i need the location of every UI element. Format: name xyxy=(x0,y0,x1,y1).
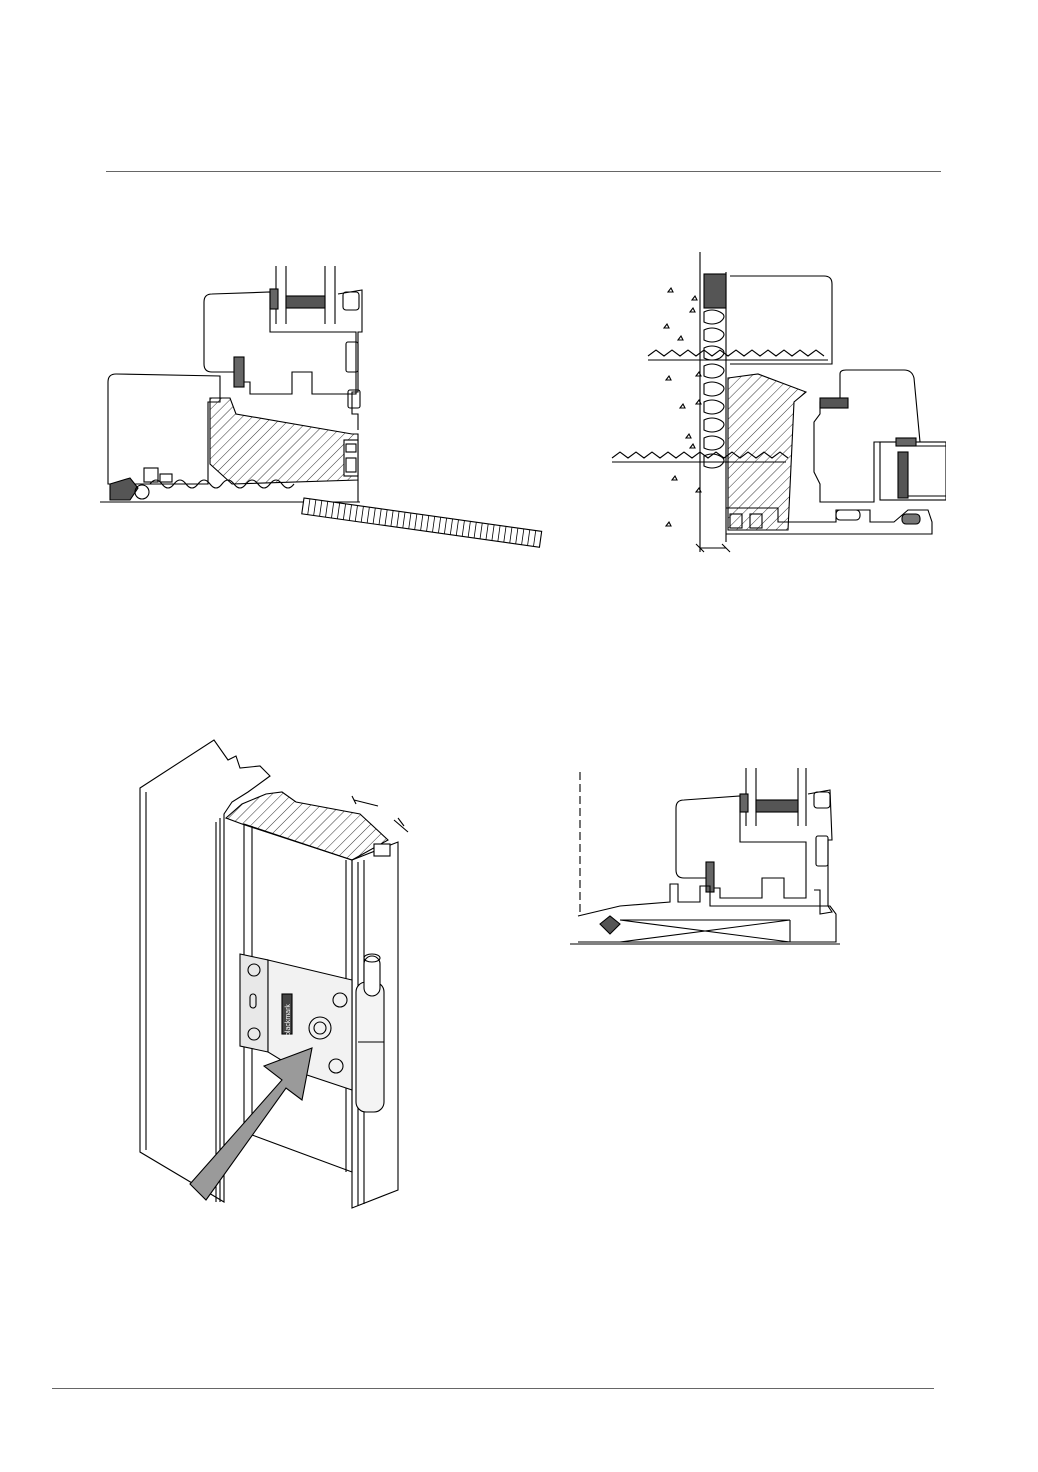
arrow-icon xyxy=(189,1047,313,1201)
brand-plate xyxy=(281,993,293,1035)
top-rule xyxy=(106,171,941,172)
hinge-perspective-drawing: blackmark xyxy=(136,732,416,1212)
threshold-section-drawing xyxy=(570,766,852,952)
sill-detail-svg xyxy=(100,266,543,548)
threshold-section-svg xyxy=(570,768,840,945)
bottom-rule xyxy=(52,1388,934,1389)
hinge-perspective-svg: blackmark xyxy=(139,739,409,1209)
wall-section-svg xyxy=(611,252,946,553)
sill-detail-drawing xyxy=(100,262,550,562)
wall-section-drawing xyxy=(608,252,946,554)
hinge-brand-text: blackmark xyxy=(285,1004,292,1036)
